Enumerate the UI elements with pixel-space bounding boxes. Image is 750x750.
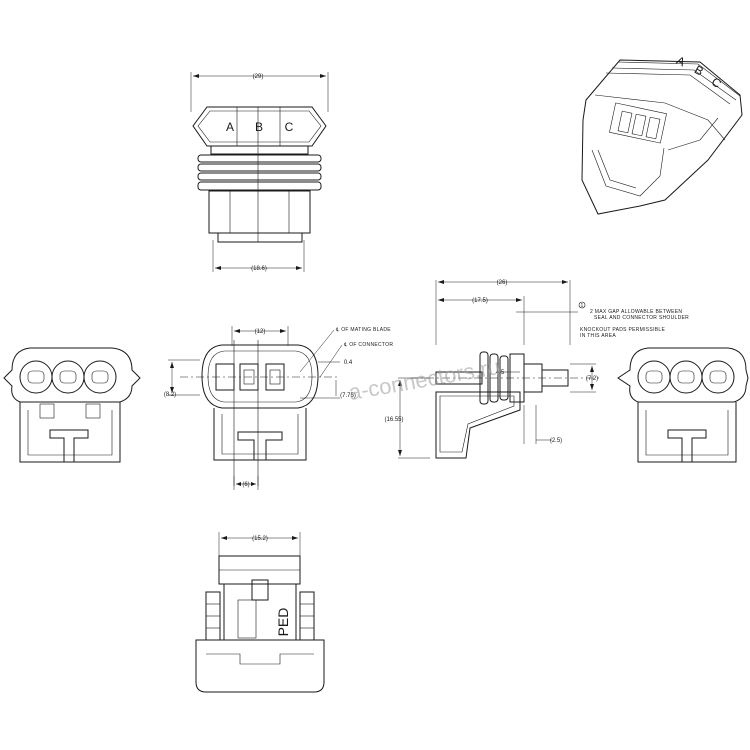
- top-view: (29) A B C (18.6): [190, 72, 329, 272]
- housing-stamp: PED: [275, 608, 291, 637]
- note-gap-line2: SEAL AND CONNECTOR SHOULDER: [594, 315, 689, 321]
- side-view: (26) (17.5) 1 2 MAX GAP ALLOWABLE BETWEE…: [384, 280, 689, 459]
- dim-front-height: (8.2): [164, 392, 176, 398]
- iso-pin-label-c: C: [709, 75, 724, 92]
- note-connector: ℄ OF CONNECTOR: [343, 342, 393, 348]
- dim-center-offset: 0.4: [344, 360, 353, 366]
- front-view: (12) (8.2) (7.75) 0.4: [164, 326, 393, 490]
- dim-front-base: (6): [242, 482, 249, 488]
- dim-side-tail: (2.5): [550, 438, 562, 444]
- watermark: a-connectors.ru: [347, 354, 502, 405]
- pin-label-a: A: [226, 120, 234, 134]
- dim-side-height: (7.2): [586, 376, 598, 382]
- dim-side-overall: (26): [497, 280, 508, 286]
- left-end-view: [3, 347, 141, 463]
- dim-top-width: (29): [253, 74, 264, 80]
- dim-top-base: (18.6): [251, 266, 267, 272]
- note-mating-blade: ℄ OF MATING BLADE: [335, 327, 391, 333]
- pin-label-c: C: [285, 120, 294, 134]
- dim-bottom-width: (15.2): [252, 536, 268, 542]
- dim-side-drop: (16.55): [384, 417, 403, 423]
- dim-front-pitch: (12): [255, 329, 266, 335]
- dim-side-inner: (17.5): [472, 298, 488, 304]
- note-gap-line1: 2 MAX GAP ALLOWABLE BETWEEN: [590, 309, 682, 315]
- bottom-view: (15.2) PED: [195, 532, 325, 693]
- note-knockout-line2: IN THIS AREA: [580, 333, 616, 339]
- dim-front-pin-height: (7.75): [340, 393, 356, 399]
- pin-label-b: B: [255, 120, 263, 134]
- note-gap-marker: 1: [580, 303, 583, 309]
- isometric-view: C B A: [581, 53, 743, 215]
- dim-side-small: 4.5: [496, 370, 505, 376]
- note-knockout-line1: KNOCKOUT PADS PERMISSIBLE: [580, 327, 665, 333]
- right-end-view: [617, 347, 749, 463]
- iso-pin-label-b: B: [692, 62, 706, 78]
